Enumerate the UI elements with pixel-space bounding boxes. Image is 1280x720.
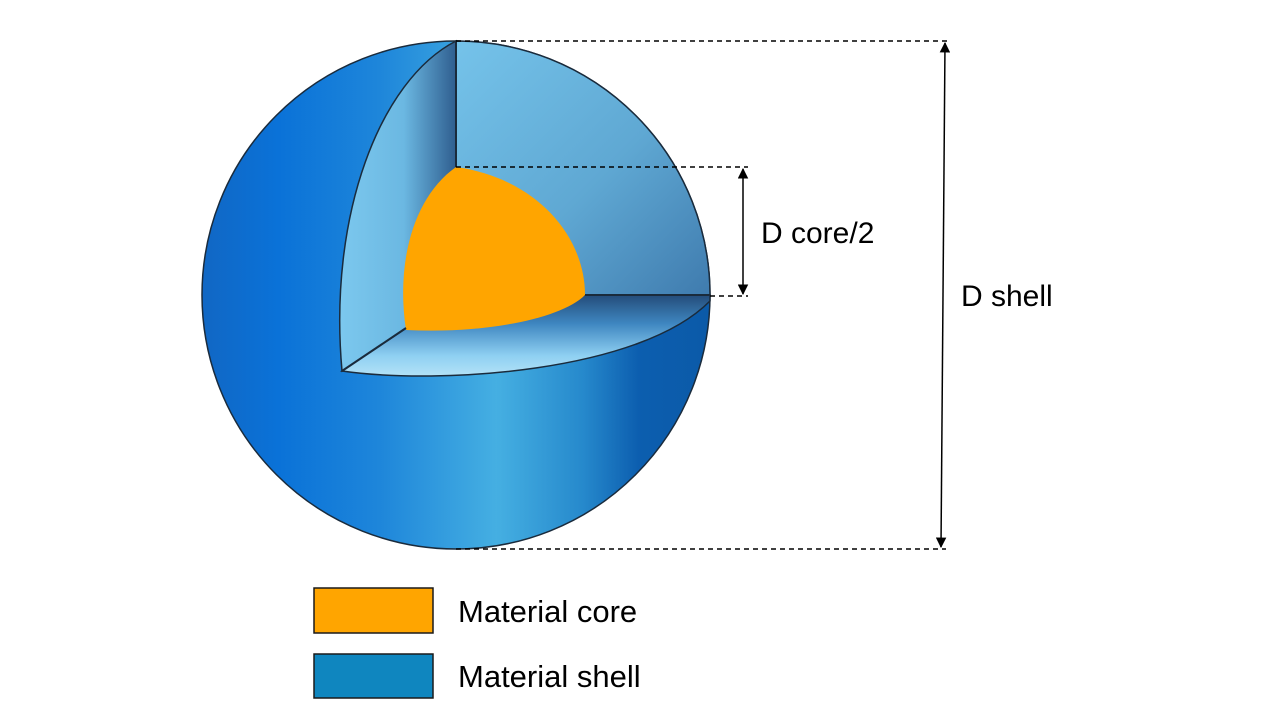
legend-item-core: Material core <box>313 587 637 634</box>
dimension-annotations: D core/2 D shell <box>456 40 1053 550</box>
legend-label-shell: Material shell <box>458 659 641 694</box>
legend-item-shell: Material shell <box>313 653 641 699</box>
shell-diameter-arrow <box>935 41 951 549</box>
particle-graphic <box>201 39 711 550</box>
legend-swatch-core <box>313 587 434 634</box>
core-half-diameter-label: D core/2 <box>761 217 874 250</box>
core-cutaway <box>403 167 585 331</box>
shell-diameter-label: D shell <box>961 280 1053 313</box>
legend-swatch-shell <box>313 653 434 699</box>
legend-label-core: Material core <box>458 594 637 629</box>
cut-edge-diagonal <box>341 327 407 372</box>
legend: Material core Material shell <box>313 587 641 699</box>
